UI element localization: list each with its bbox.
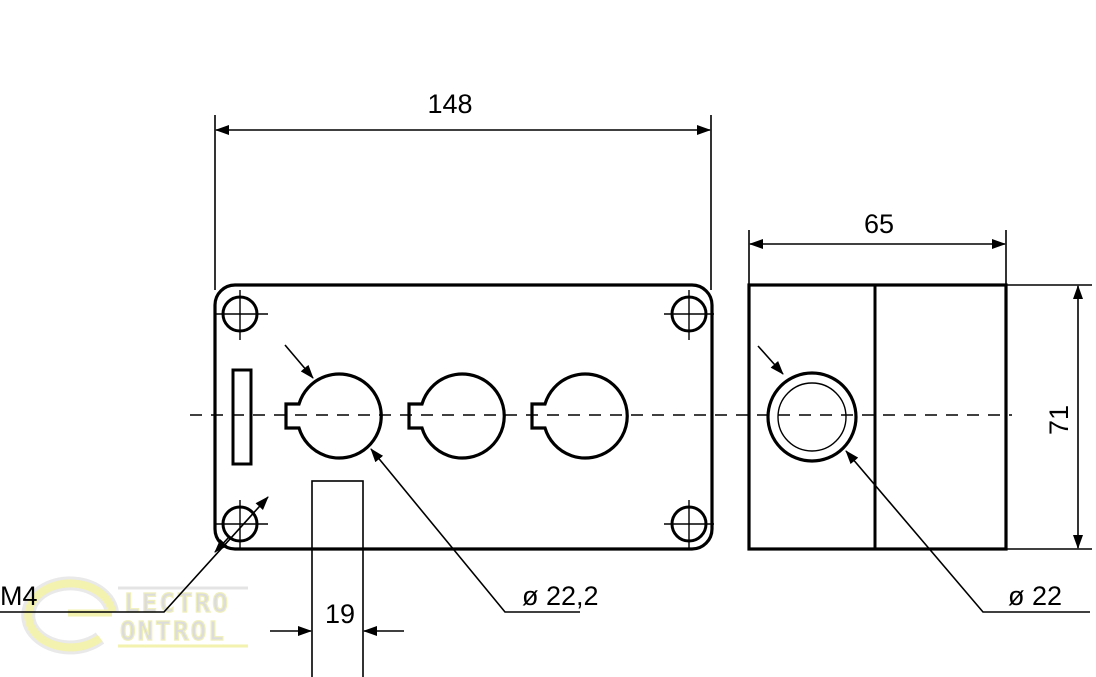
logo-text-line2: ONTROL xyxy=(120,617,226,647)
leader-d22-2 xyxy=(370,448,580,613)
electrocontrol-logo: LECTRO ONTROL xyxy=(21,576,248,655)
dimension-label-d22: ø 22 xyxy=(1008,581,1062,611)
label-slot xyxy=(231,368,253,466)
button-holes xyxy=(284,372,629,460)
slot-width-feature xyxy=(311,480,364,677)
front-view-enclosure xyxy=(213,283,714,551)
leader-d22 xyxy=(845,450,1090,613)
dimension-label-65: 65 xyxy=(864,209,894,239)
side-view-enclosure xyxy=(747,283,1008,551)
thread-label-m4: M4 xyxy=(0,581,38,611)
side-button-hole-inner xyxy=(777,382,847,452)
dimension-65 xyxy=(748,230,1007,285)
dimension-71 xyxy=(1006,284,1092,550)
mounting-holes xyxy=(221,295,708,543)
side-button-hole-outer xyxy=(766,371,858,463)
logo-text-line1: LECTRO xyxy=(124,589,230,619)
dimension-label-71: 71 xyxy=(1044,405,1074,435)
dimension-label-d22-2: ø 22,2 xyxy=(522,581,599,611)
dimension-label-19: 19 xyxy=(325,599,355,629)
dimension-label-148: 148 xyxy=(427,89,472,119)
dimension-148 xyxy=(214,115,712,290)
leader-m4 xyxy=(0,496,269,613)
